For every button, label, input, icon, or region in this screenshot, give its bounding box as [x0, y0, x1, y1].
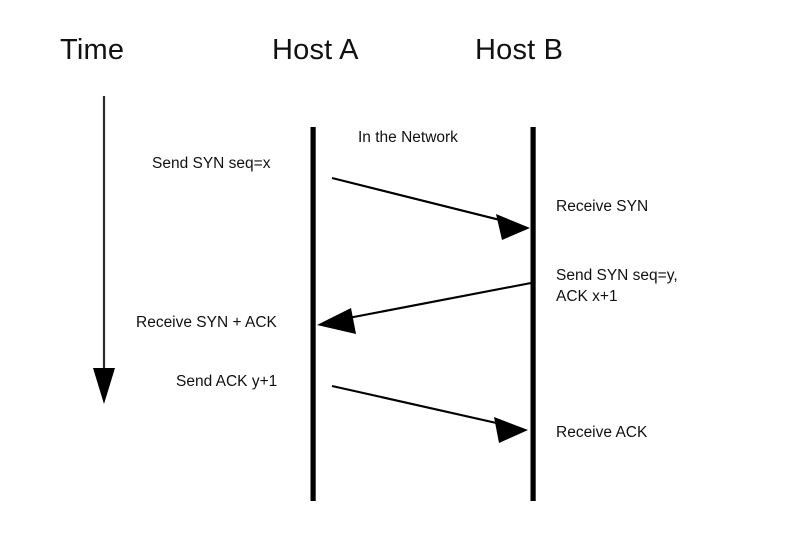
- send-ack-label: Send ACK y+1: [176, 373, 278, 390]
- send-syn-ack-label: Send SYN seq=y, ACK x+1: [556, 266, 678, 308]
- receive-ack-label: Receive ACK: [556, 424, 648, 441]
- send-syn-ack-label-line2: ACK x+1: [556, 287, 618, 305]
- send-syn-ack-label-line1: Send SYN seq=y,: [556, 267, 678, 284]
- time-arrow: [93, 96, 115, 404]
- receive-syn-ack-label: Receive SYN + ACK: [136, 314, 277, 331]
- host-a-heading: Host A: [272, 34, 359, 66]
- host-b-heading: Host B: [475, 34, 564, 66]
- time-column-heading: Time: [60, 34, 125, 66]
- host-a-lifeline: [310, 127, 316, 501]
- host-b-lifeline: [530, 127, 536, 501]
- in-the-network-label: In the Network: [358, 129, 458, 146]
- receive-syn-label: Receive SYN: [556, 198, 649, 215]
- send-syn-label: Send SYN seq=x: [152, 155, 271, 172]
- message-arrow-syn: [331, 176, 530, 240]
- message-arrow-ack: [331, 384, 528, 443]
- message-arrow-syn-ack: [317, 281, 532, 334]
